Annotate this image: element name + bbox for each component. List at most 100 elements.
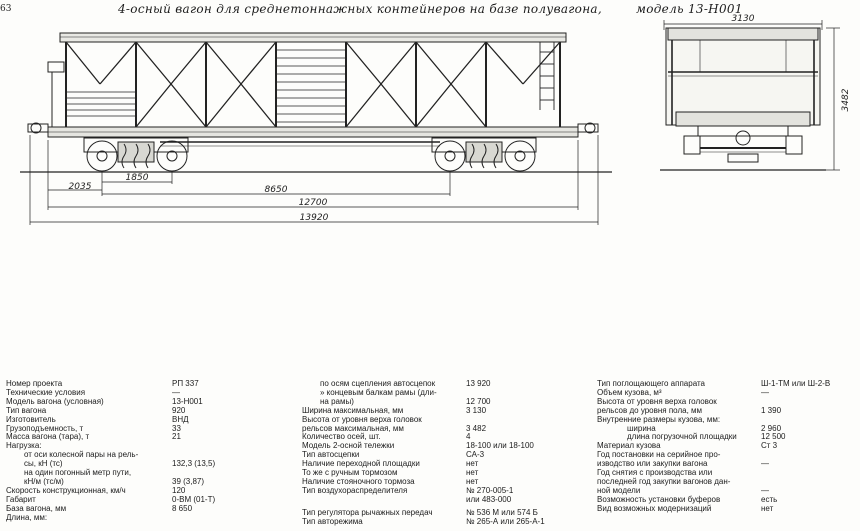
spec-value: — <box>172 387 180 397</box>
spec-row: Изготовитель ВНД <box>6 414 252 425</box>
spec-value <box>172 442 252 451</box>
spec-value: — <box>761 387 769 397</box>
side-view-bogie-right <box>431 137 537 172</box>
spec-label: изводство или закупки вагона <box>597 459 708 469</box>
spec-value: 13 920 <box>466 379 491 388</box>
dim-1850: 1850 <box>126 173 149 183</box>
spec-label: на рамы) <box>320 396 354 406</box>
spec-label: сы, кН (тс) <box>24 459 63 469</box>
title-text: 4-осный вагон для среднетоннажных контей… <box>118 2 602 16</box>
spec-label: Тип автосцепки <box>302 450 360 460</box>
spec-value: 120 <box>172 485 186 495</box>
spec-label: Длина, мм: <box>6 512 48 522</box>
spec-label: рельсов до уровня пола, мм <box>597 405 703 415</box>
spec-row: Нагрузка: <box>6 441 252 451</box>
spec-label: Возможность установки буферов <box>597 494 721 504</box>
spec-row: Модель вагона (условная)13-Н001 <box>6 396 252 407</box>
spec-label: Ширина максимальная, мм <box>302 405 404 415</box>
spec-value: 1 390 <box>761 405 782 415</box>
spec-label: Тип регулятора рычажных передач <box>302 507 433 517</box>
spec-label: Габарит <box>6 494 36 504</box>
spec-value <box>172 514 252 523</box>
spec-label: длина погрузочной площадки <box>627 432 737 442</box>
spec-label: рельсов максимальная, мм <box>302 423 404 433</box>
end-view-dimensions <box>663 20 840 171</box>
spec-label: на один погонный метр пути, <box>24 468 132 478</box>
spec-row: Количество осей, шт.4 <box>302 433 596 442</box>
spec-label: Модель 2-осной тележки <box>302 441 395 451</box>
spec-row: кН/м (тс/м) 39 (3,87) <box>6 476 252 487</box>
spec-label: Изготовитель <box>6 414 56 424</box>
spec-value: 0-ВМ (01-Т) <box>172 494 216 504</box>
spec-row: Габарит 0-ВМ (01-Т) <box>6 494 252 505</box>
spec-label: ширина <box>627 423 656 433</box>
spec-label: Технические условия <box>6 387 86 397</box>
spec-row: Номер проекта РП 337 <box>6 379 252 389</box>
spec-value: 3 482 <box>466 423 487 433</box>
spec-row: Год постановки на серийное про- <box>597 450 851 460</box>
spec-row: последней год закупки вагонов дан- <box>597 477 851 487</box>
spec-label: Модель вагона (условная) <box>6 396 104 406</box>
spec-row: на один погонный метр пути, <box>6 468 252 478</box>
spec-value: 39 (3,87) <box>172 476 205 486</box>
spec-value: 21 <box>172 432 181 442</box>
spec-column-1: Номер проекта РП 337 Технические условия —… <box>6 379 252 523</box>
spec-value: ВНД <box>172 414 189 424</box>
spec-row: от оси колесной пары на рель- <box>6 450 252 460</box>
spec-label: Год снятия с производства или <box>597 468 713 478</box>
spec-row: сы, кН (тс) 132,3 (13,5) <box>6 459 252 469</box>
spec-label: Количество осей, шт. <box>302 432 381 442</box>
spec-label: Нагрузка: <box>6 441 42 451</box>
spec-value: 12 500 <box>761 432 786 442</box>
model-label: модель 13-Н001 <box>635 2 743 16</box>
spec-row: рельсов до уровня пола, мм 1 390 <box>597 405 851 416</box>
spec-value: — <box>761 485 769 495</box>
spec-label: Высота от уровня верха головок <box>302 414 422 424</box>
spec-row: ной модели— <box>597 485 851 496</box>
spec-value: СА-3 <box>466 450 485 460</box>
spec-row: Высота от уровня верха головок <box>302 414 596 425</box>
spec-label: То же с ручным тормозом <box>302 468 398 478</box>
spec-value: № 265-А или 265-А-1 <box>466 516 545 526</box>
spec-value: — <box>761 459 769 469</box>
spec-label: Вид возможных модернизаций <box>597 503 712 513</box>
spec-row: Внутренние размеры кузова, мм: <box>597 415 851 425</box>
spec-label: Наличие переходной площадки <box>302 459 420 469</box>
spec-label: кН/м (тс/м) <box>24 476 64 486</box>
spec-label: База вагона, мм <box>6 503 67 513</box>
spec-value: 12 700 <box>466 396 491 406</box>
dim-12700: 12700 <box>299 198 328 208</box>
spec-label: Тип поглощающего аппарата <box>597 379 705 388</box>
spec-row: Длина, мм: <box>6 512 252 523</box>
spec-value: нет <box>761 503 774 513</box>
side-view-dimensions <box>29 135 599 225</box>
spec-row: Технические условия — <box>6 387 252 398</box>
spec-value <box>761 478 851 487</box>
spec-label: Масса вагона (тара), т <box>6 432 90 442</box>
spec-row: Вид возможных модернизаций нет <box>597 503 851 514</box>
spec-label: Номер проекта <box>6 379 63 388</box>
spec-row: или 483-000 <box>302 495 596 505</box>
spec-row: Объем кузова, м³— <box>597 387 851 398</box>
spec-value: 2 960 <box>761 423 782 433</box>
dim-3130: 3130 <box>732 14 755 24</box>
side-view-body <box>27 32 599 147</box>
spec-value: РП 337 <box>172 379 199 388</box>
spec-row: Высота от уровня верха головок <box>597 397 851 407</box>
end-view <box>660 27 826 171</box>
spec-label: от оси колесной пары на рель- <box>24 450 139 460</box>
spec-value: 132,3 (13,5) <box>172 459 216 469</box>
